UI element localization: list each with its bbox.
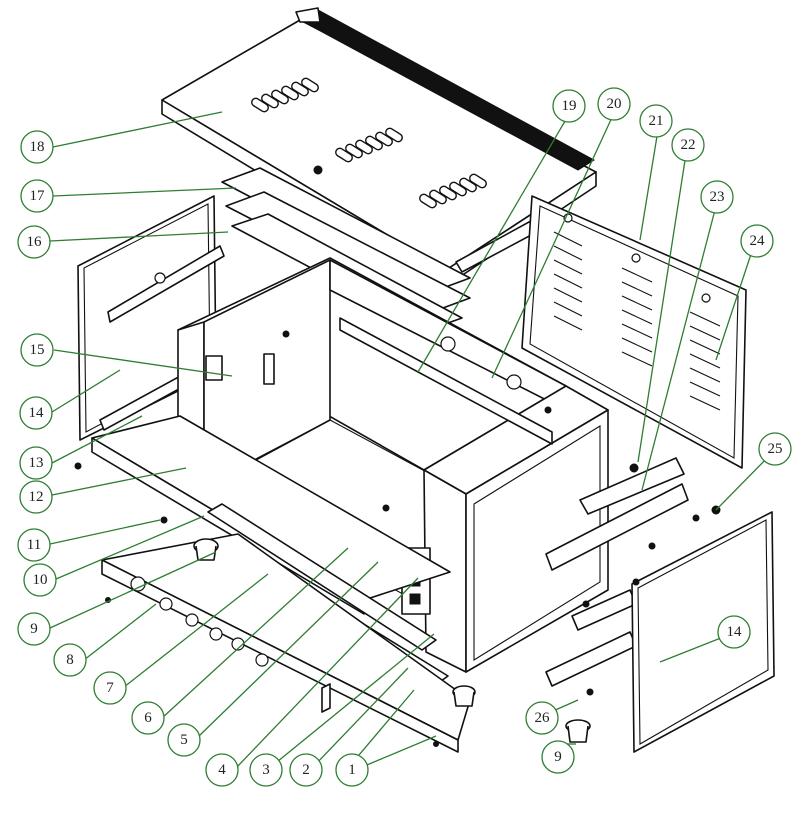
callout-label: 8 — [66, 652, 74, 668]
callout-6: 6 — [131, 701, 165, 735]
callout-18: 18 — [20, 130, 54, 164]
callout-17: 17 — [20, 179, 54, 213]
callout-26: 26 — [525, 701, 559, 735]
callout-23: 23 — [700, 180, 734, 214]
callout-13: 13 — [19, 446, 53, 480]
right-side-panel — [631, 511, 775, 753]
callout-label: 14 — [29, 405, 45, 421]
callout-3: 3 — [249, 753, 283, 787]
callout-label: 12 — [29, 489, 44, 505]
callout-11: 11 — [17, 528, 51, 562]
callout-label: 24 — [750, 233, 766, 249]
callout-14-right: 14 — [717, 615, 751, 649]
base-assembly — [74, 415, 476, 753]
callout-label: 26 — [535, 710, 551, 726]
vent-slots-side — [553, 231, 721, 411]
callout-8: 8 — [53, 643, 87, 677]
callout-label: 5 — [180, 732, 188, 748]
callout-label: 19 — [562, 98, 577, 114]
callout-21: 21 — [639, 104, 673, 138]
callout-16: 16 — [17, 225, 51, 259]
callout-label: 9 — [554, 749, 562, 765]
callout-label: 23 — [710, 189, 725, 205]
callout-label: 3 — [262, 762, 270, 778]
callout-label: 18 — [30, 139, 45, 155]
callout-7: 7 — [93, 671, 127, 705]
callout-10: 10 — [23, 563, 57, 597]
callout-label: 22 — [681, 137, 696, 153]
callout-label: 10 — [33, 572, 48, 588]
callouts: 18 17 16 15 14 13 12 11 — [17, 87, 792, 787]
callout-label: 6 — [144, 710, 152, 726]
callout-2: 2 — [289, 753, 323, 787]
callout-15: 15 — [20, 333, 54, 367]
callout-25: 25 — [758, 432, 792, 466]
foot-right — [565, 719, 591, 743]
callout-label: 7 — [106, 680, 114, 696]
cabinet-body — [177, 257, 609, 673]
leader-lines — [49, 111, 773, 769]
callout-19: 19 — [552, 89, 586, 123]
callout-4: 4 — [205, 753, 239, 787]
callout-label: 1 — [348, 762, 356, 778]
callout-14-left: 14 — [19, 396, 53, 430]
callout-5: 5 — [167, 723, 201, 757]
callout-label: 16 — [27, 234, 43, 250]
callout-label: 21 — [649, 113, 664, 129]
callout-12: 12 — [19, 480, 53, 514]
callout-label: 17 — [30, 188, 46, 204]
callout-label: 13 — [29, 455, 44, 471]
callout-label: 14 — [727, 624, 743, 640]
callout-label: 4 — [218, 762, 226, 778]
callout-label: 11 — [27, 537, 41, 553]
vent-slots-top — [251, 77, 487, 209]
callout-label: 15 — [30, 342, 45, 358]
callout-1: 1 — [335, 753, 369, 787]
callout-9-left: 9 — [17, 612, 51, 646]
callout-22: 22 — [671, 128, 705, 162]
callout-24: 24 — [740, 224, 774, 258]
callout-label: 20 — [607, 96, 622, 112]
callout-9-right: 9 — [541, 740, 575, 774]
callout-label: 2 — [302, 762, 310, 778]
callout-label: 25 — [768, 441, 783, 457]
cabinet-parts — [74, 7, 775, 753]
callout-20: 20 — [597, 87, 631, 121]
callout-label: 9 — [30, 621, 38, 637]
rear-vented-panel — [521, 195, 747, 469]
